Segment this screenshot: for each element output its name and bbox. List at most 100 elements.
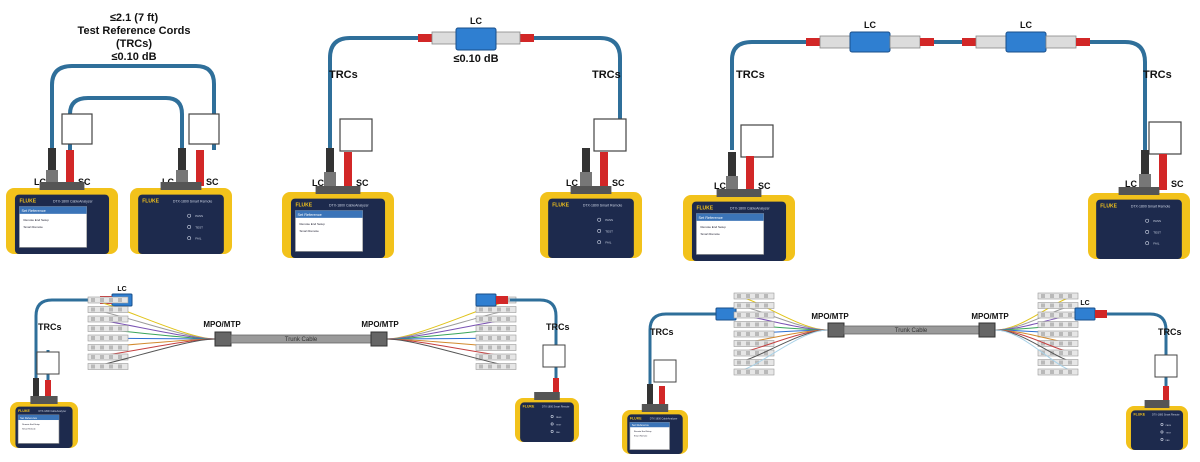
connector-ferrule	[755, 360, 759, 365]
connector-ferrule	[91, 298, 95, 302]
connector-ferrule	[1050, 332, 1054, 336]
connector-ferrule	[1041, 341, 1045, 346]
status-led	[187, 225, 192, 229]
led-label: PASS	[1166, 424, 1172, 427]
panel-4-mpo-trunk: LC MPO/MTP MPO/MTP Trunk Cable TRCs TRCs…	[22, 286, 570, 414]
lc-adapter	[455, 27, 497, 51]
tester-port-block	[1144, 400, 1170, 408]
connector-ferrule	[746, 322, 750, 327]
connector-ferrule	[1050, 322, 1054, 327]
connector-ferrule	[488, 317, 492, 321]
status-led	[187, 236, 192, 241]
connector-ferrule	[1068, 332, 1072, 336]
connector-ferrule	[764, 360, 768, 365]
mandrel-box-right	[593, 118, 627, 152]
tester-face	[1096, 199, 1182, 259]
connector-ferrule	[764, 294, 768, 298]
brand-label: FLUKE	[295, 203, 312, 209]
screen-title: Set Reference	[297, 213, 321, 217]
lc-duplex-connector	[1037, 292, 1079, 300]
lc-duplex-connector	[733, 311, 775, 319]
connector-ferrule	[1059, 370, 1063, 374]
connector-ferrule	[1068, 370, 1072, 374]
status-led	[550, 430, 554, 433]
tester-port-block	[570, 186, 612, 194]
connector-ferrule	[1068, 360, 1072, 365]
trc-label-right: TRCs	[1158, 327, 1182, 337]
mpo-connector-right	[978, 322, 996, 338]
screen-title: Set Reference	[20, 416, 38, 420]
connector-ferrule	[746, 303, 750, 308]
connector-ferrule	[1041, 294, 1045, 298]
mpo-label-left: MPO/MTP	[203, 320, 241, 329]
connector-ferrule	[479, 317, 483, 321]
connector-ferrule	[1068, 294, 1072, 298]
connector-ferrule	[488, 336, 492, 340]
lc-label: LC	[312, 178, 324, 188]
panel-5-mpo-trunk: LC MPO/MTP MPO/MTP Trunk Cable TRCs TRCs…	[636, 292, 1182, 420]
trc-cable-left	[648, 312, 716, 385]
connector-ferrule	[1041, 332, 1045, 336]
model-label: DTX-1800 Smart Remote	[1131, 205, 1171, 209]
connector-ferrule	[1050, 370, 1054, 374]
connector-ferrule	[100, 326, 104, 331]
lc-duplex-connector	[87, 344, 129, 351]
connector-ferrule	[737, 294, 741, 298]
connector-ferrule	[109, 364, 113, 369]
brand-label: FLUKE	[696, 206, 713, 212]
lc-duplex-connector	[87, 325, 129, 332]
mpo-connector-left	[214, 331, 232, 347]
brand-label: FLUKE	[142, 199, 159, 205]
connector-ferrule	[109, 336, 113, 340]
connector-ferrule	[100, 298, 104, 302]
connector-ferrule	[109, 326, 113, 331]
screen-line: Remote End Setup	[22, 423, 40, 426]
led-label: TEST	[556, 424, 562, 426]
connector-ferrule	[1059, 341, 1063, 346]
status-led	[1145, 241, 1150, 246]
led-label: FAIL	[556, 431, 561, 434]
mandrel-box-left	[61, 113, 93, 145]
connector-ferrule	[109, 307, 113, 312]
connector-ferrule	[1050, 294, 1054, 298]
connector-ferrule	[91, 355, 95, 359]
trc-label-left: TRCs	[650, 327, 674, 337]
connector-ferrule	[1050, 360, 1054, 365]
lc-duplex-connector	[1037, 302, 1079, 309]
lc-duplex-connector	[475, 344, 517, 351]
connector-ferrule	[118, 355, 122, 359]
led-label: PASS	[556, 416, 562, 419]
brand-label: FLUKE	[18, 409, 30, 413]
connector-ferrule	[1050, 341, 1054, 346]
tester-port-block	[30, 396, 58, 404]
screen-line: Smart Remote	[22, 428, 36, 431]
connector-ferrule	[109, 298, 113, 302]
lc-duplex-connector	[475, 306, 517, 313]
mpo-label-right: MPO/MTP	[971, 312, 1009, 321]
connector-ferrule	[1050, 303, 1054, 308]
status-led	[1145, 230, 1150, 234]
connector-ferrule	[1041, 313, 1045, 317]
connector-ferrule	[737, 313, 741, 317]
connector-ferrule	[118, 307, 122, 312]
trc-cable-inner	[68, 96, 184, 152]
model-label: DTX-1800 Smart Remote	[583, 204, 623, 208]
screen-title: Set Reference	[21, 209, 45, 213]
connector-ferrule	[497, 336, 501, 340]
tester-port-block	[716, 189, 762, 197]
led-label: PASS	[605, 218, 613, 222]
mpo-label-right: MPO/MTP	[361, 320, 399, 329]
connector-ferrule	[755, 370, 759, 374]
connector-ferrule	[479, 307, 483, 312]
model-label: DTX-1800 CableAnalyzer	[730, 207, 771, 211]
screen-line: Smart Remote	[634, 435, 648, 438]
trc-cable-left	[730, 40, 850, 150]
lc-label: LC	[714, 181, 726, 191]
connector-ferrule	[755, 351, 759, 355]
lc-duplex-connector	[87, 363, 129, 370]
connector-ferrule	[506, 355, 510, 359]
connector-ferrule	[118, 364, 122, 369]
connector-ferrule	[497, 355, 501, 359]
panel1-title-line1: ≤2.1 (7 ft)	[110, 12, 159, 24]
